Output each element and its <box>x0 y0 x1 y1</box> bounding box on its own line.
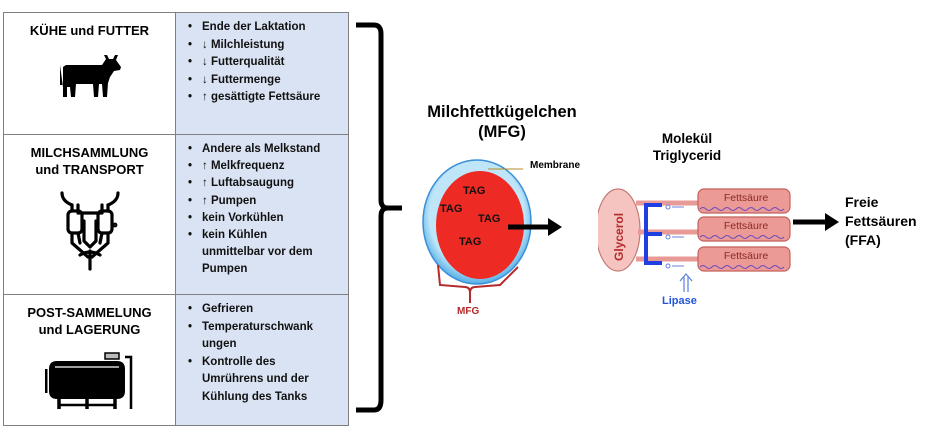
triglyceride-title: Molekül Triglycerid <box>632 130 742 164</box>
fatty-acid-box <box>697 188 791 214</box>
lipase-arrow-icon <box>679 273 693 292</box>
ester-bonds <box>644 203 662 265</box>
factor-cell: Gefrieren Temperaturschwank ungen Kontro… <box>176 295 348 425</box>
storage-tank-icon <box>4 351 175 411</box>
arrow-to-ffa <box>793 213 839 231</box>
factor-item: Ende der Laktation <box>188 19 348 37</box>
increase-arrow-icon: ↑ <box>202 160 208 173</box>
category-row-cows-feed: KÜHE und FUTTER Ende der Laktation ↓ Mil… <box>4 13 348 134</box>
arrowhead-icon <box>548 218 562 236</box>
category-title-line: MILCHSAMMLUNG <box>30 145 149 160</box>
category-title-line: und TRANSPORT <box>35 162 144 177</box>
decrease-arrow-icon: ↓ <box>202 38 208 51</box>
mfg-title-line: Milchfettkügelchen <box>427 103 577 121</box>
factor-item: kein Kühlen <box>188 227 348 244</box>
factor-item-continuation: Pumpen <box>202 263 248 276</box>
factor-item: ↑ Pumpen <box>188 193 348 210</box>
milking-cluster-icon <box>4 191 175 271</box>
factor-item: ↑ Melkfrequenz <box>188 158 348 175</box>
lipase-label: Lipase <box>662 295 697 307</box>
factor-cell: Andere als Melkstand ↑ Melkfrequenz ↑ Lu… <box>176 135 348 294</box>
tag-label: TAG <box>463 185 486 197</box>
category-title-line: KÜHE und FUTTER <box>29 23 150 38</box>
factor-item-continuation: Umrührens und der <box>202 373 309 385</box>
factors-table: KÜHE und FUTTER Ende der Laktation ↓ Mil… <box>3 12 349 426</box>
category-cell: MILCHSAMMLUNG und TRANSPORT <box>4 135 176 294</box>
factor-list: Andere als Melkstand ↑ Melkfrequenz ↑ Lu… <box>188 141 348 279</box>
factor-item: Andere als Melkstand <box>188 141 348 158</box>
triglyceride-title-line: Molekül <box>661 131 713 146</box>
fatty-acid-box <box>697 246 791 272</box>
decrease-arrow-icon: ↓ <box>202 56 208 68</box>
factor-item: Temperaturschwank <box>188 319 348 337</box>
fatty-acid-label: Fettsäure <box>723 250 769 262</box>
fatty-acid-label: Fettsäure <box>723 220 769 232</box>
increase-arrow-icon: ↑ <box>202 91 208 103</box>
factor-item: ↓ Milchleistung <box>188 37 348 55</box>
fatty-acid-box <box>697 216 791 242</box>
factor-item: ↓ Futterqualität <box>188 54 348 72</box>
tag-label: TAG <box>478 213 501 225</box>
category-title: POST-SAMMELUNG und LAGERUNG <box>4 304 175 338</box>
mfg-bottom-label: MFG <box>457 306 480 317</box>
category-title-line: und LAGERUNG <box>38 322 141 337</box>
factor-item: Kontrolle des <box>188 354 348 372</box>
fatty-acid-label: Fettsäure <box>723 192 769 204</box>
milk-fat-globule-diagram <box>422 159 562 303</box>
grouping-brace <box>356 22 402 413</box>
membrane-label: Membrane <box>530 160 581 171</box>
increase-arrow-icon: ↑ <box>202 194 208 207</box>
tag-label: TAG <box>440 203 463 215</box>
factor-item-continuation: ungen <box>202 338 237 350</box>
carbon-chain <box>699 235 785 239</box>
carbon-chain <box>699 265 785 269</box>
tag-label: TAG <box>459 236 482 248</box>
factor-cell: Ende der Laktation ↓ Milchleistung ↓ Fut… <box>176 13 348 134</box>
category-title-line: POST-SAMMELUNG <box>27 305 152 320</box>
category-cell: POST-SAMMELUNG und LAGERUNG <box>4 295 176 425</box>
mfg-title: Milchfettkügelchen (MFG) <box>402 102 602 142</box>
ffa-line: Fettsäuren <box>845 213 917 229</box>
triglyceride-title-line: Triglycerid <box>652 148 722 163</box>
mfg-title-line: (MFG) <box>478 123 526 141</box>
arrowhead-icon <box>825 213 839 231</box>
factor-list: Ende der Laktation ↓ Milchleistung ↓ Fut… <box>188 19 348 107</box>
increase-arrow-icon: ↑ <box>202 177 208 190</box>
glycerol-label: Glycerol <box>612 212 626 261</box>
category-row-post-collection-storage: POST-SAMMELUNG und LAGERUNG Gefrieren Te… <box>4 294 348 425</box>
mfg-bracket <box>437 264 519 303</box>
fat-core <box>436 171 524 279</box>
triglyceride-molecule-diagram <box>598 188 791 292</box>
ffa-line: Freie <box>845 194 879 210</box>
cow-icon <box>4 53 175 99</box>
ffa-line: (FFA) <box>845 232 881 248</box>
ffa-result: Freie Fettsäuren (FFA) <box>845 193 917 250</box>
factor-item-continuation: unmittelbar vor dem <box>202 246 313 259</box>
factor-item: ↓ Futtermenge <box>188 72 348 90</box>
category-cell: KÜHE und FUTTER <box>4 13 176 134</box>
category-title: KÜHE und FUTTER <box>4 22 175 39</box>
category-row-collection-transport: MILCHSAMMLUNG und TRANSPORT <box>4 134 348 294</box>
decrease-arrow-icon: ↓ <box>202 73 208 86</box>
carbon-chain <box>699 207 785 211</box>
factor-item: ↑ gesättigte Fettsäure <box>188 89 348 107</box>
factor-item: kein Vorkühlen <box>188 210 348 227</box>
factor-item-continuation: Kühlung des Tanks <box>202 390 308 403</box>
factor-list: Gefrieren Temperaturschwank ungen Kontro… <box>188 301 348 406</box>
factor-item: Gefrieren <box>188 301 348 319</box>
factor-item: ↑ Luftabsaugung <box>188 175 348 192</box>
category-title: MILCHSAMMLUNG und TRANSPORT <box>4 144 175 178</box>
